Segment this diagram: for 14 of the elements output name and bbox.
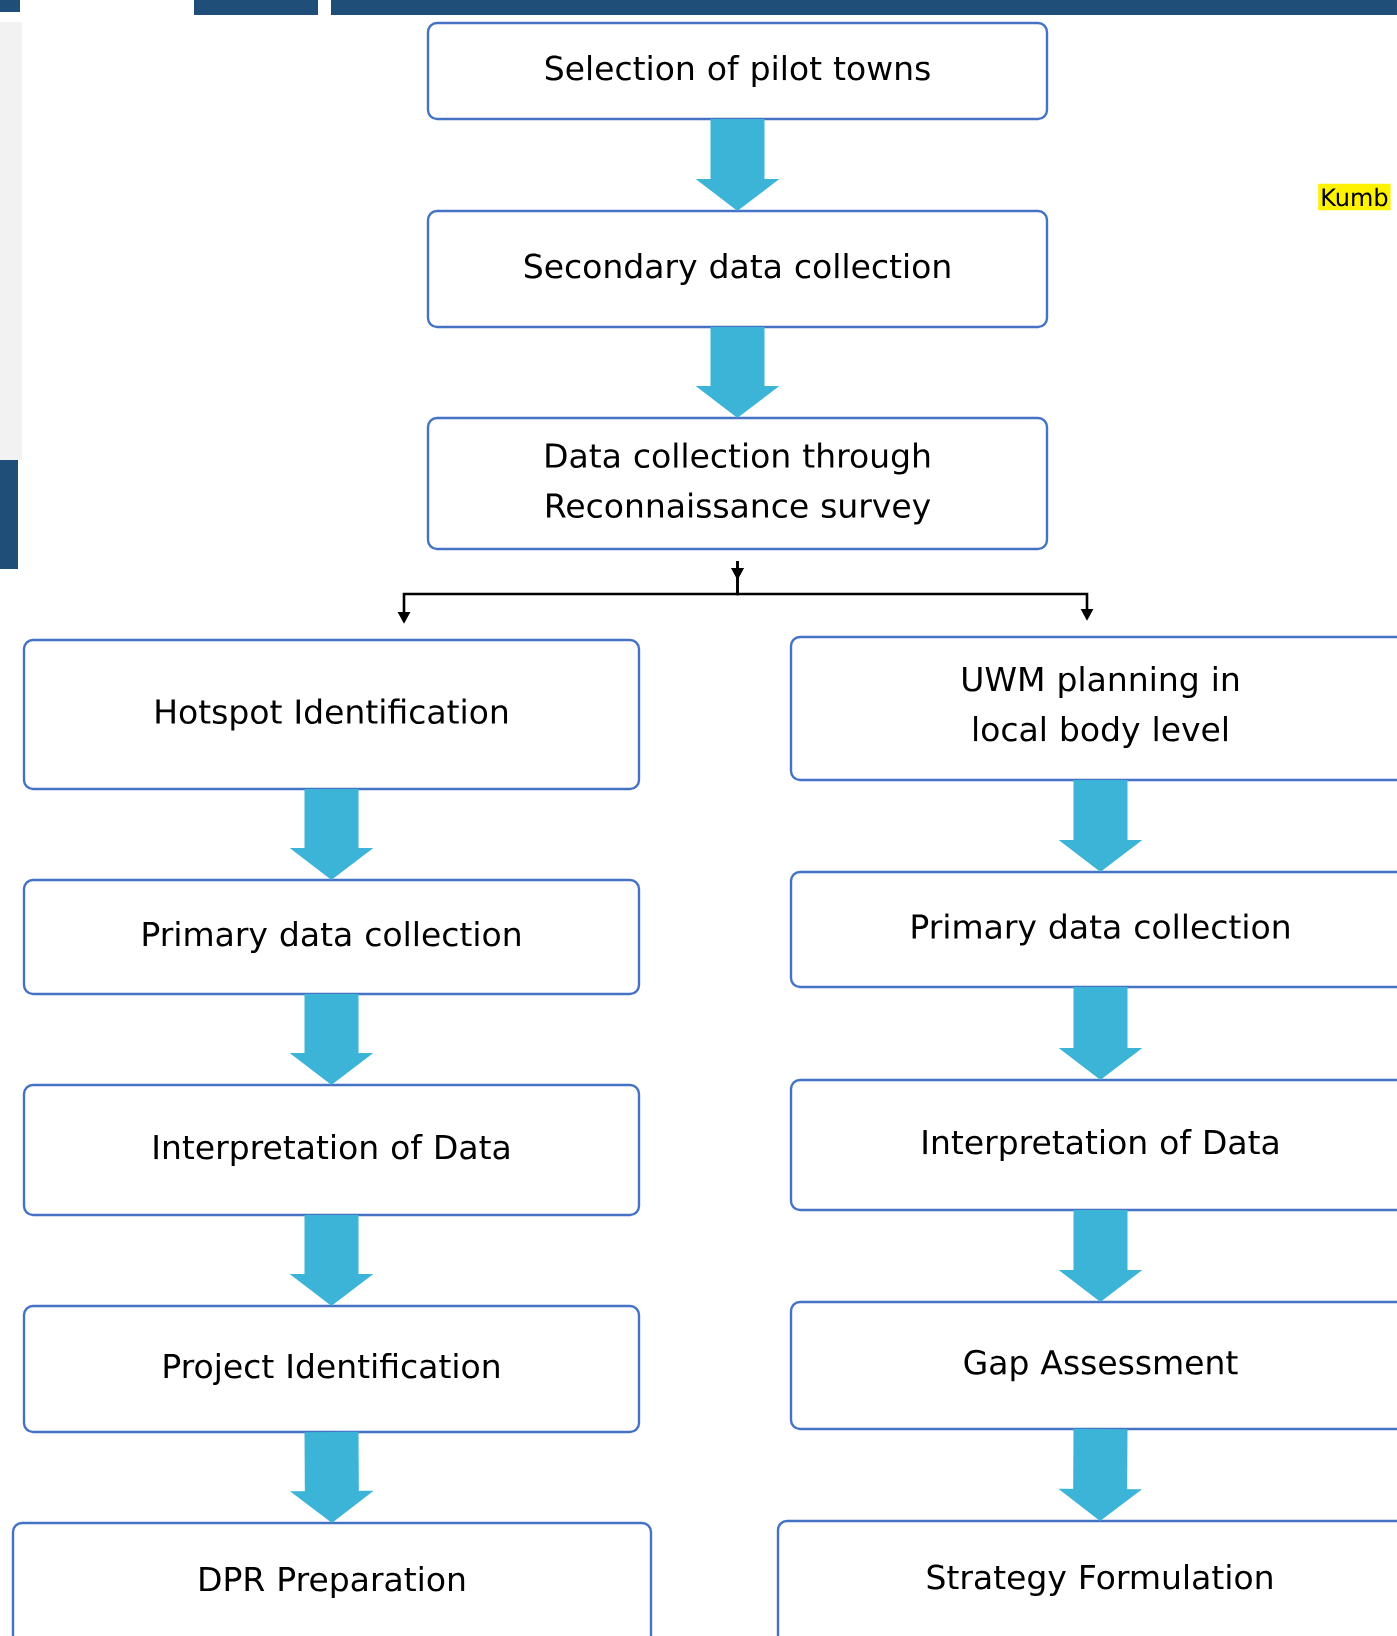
process-box: Interpretation of Data bbox=[789, 1078, 1397, 1212]
process-box: DPR Preparation bbox=[11, 1521, 653, 1636]
process-box: Primary data collection bbox=[789, 870, 1397, 989]
process-box: Selection of pilot towns bbox=[426, 21, 1049, 121]
process-box: Gap Assessment bbox=[789, 1300, 1397, 1431]
highlighted-text: Kumb bbox=[1318, 183, 1391, 211]
process-box: Strategy Formulation bbox=[776, 1519, 1397, 1636]
process-box: Secondary data collection bbox=[426, 209, 1049, 329]
process-box: Primary data collection bbox=[22, 878, 641, 996]
process-box: Project Identification bbox=[22, 1304, 641, 1434]
process-box: Data collection through Reconnaissance survey bbox=[426, 416, 1049, 551]
process-box: Hotspot Identification bbox=[22, 638, 641, 791]
process-box: Interpretation of Data bbox=[22, 1083, 641, 1217]
process-box: UWM planning in local body level bbox=[789, 635, 1397, 782]
